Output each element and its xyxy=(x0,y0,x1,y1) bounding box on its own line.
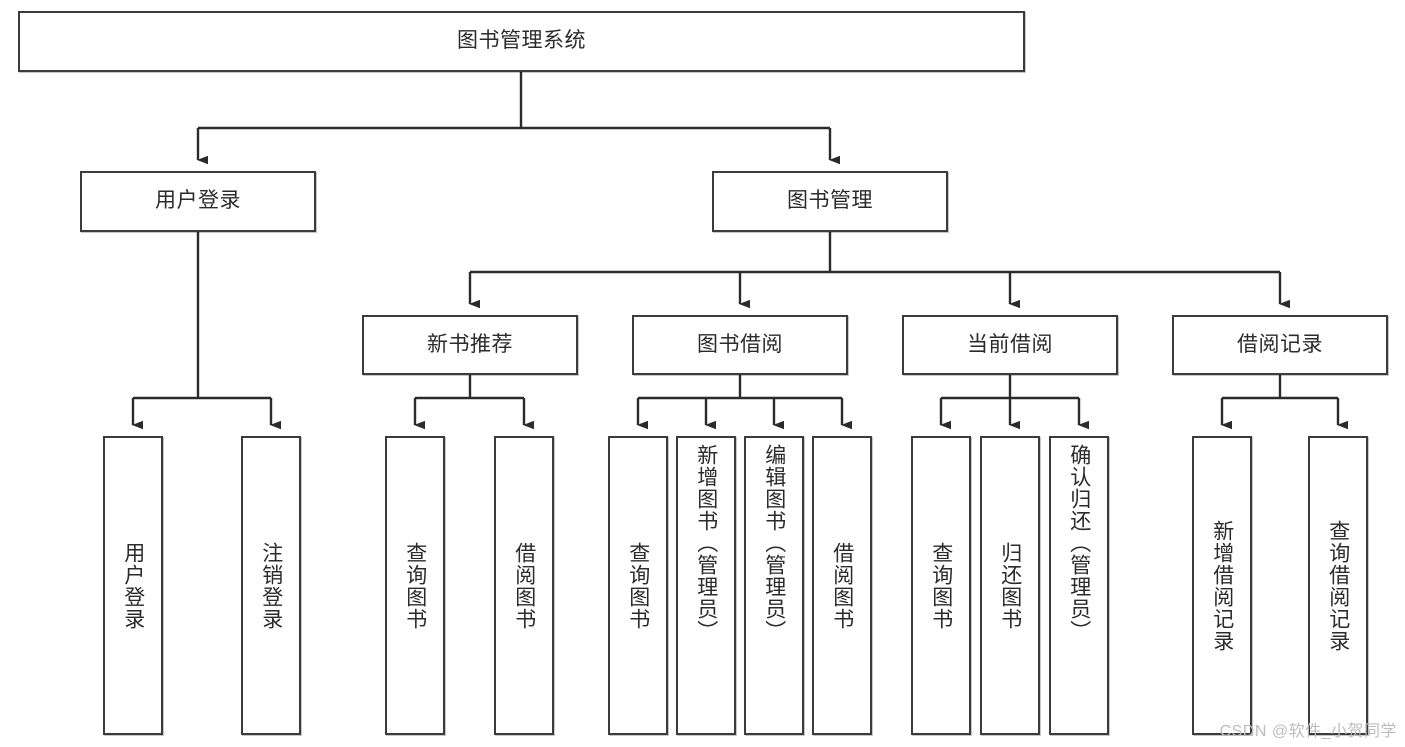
node-label: 新书推荐 xyxy=(427,332,513,356)
node-label: 新增图书（管理员） xyxy=(694,444,718,642)
node-label: 确认归还（管理员） xyxy=(1067,444,1091,642)
node-label: 查询图书 xyxy=(626,541,650,630)
leaf-borrow-book[interactable]: 借阅图书 xyxy=(812,436,872,735)
node-book-management[interactable]: 图书管理 xyxy=(712,171,948,232)
node-book-borrow[interactable]: 图书借阅 xyxy=(632,315,848,375)
leaf-query-book-current[interactable]: 查询图书 xyxy=(911,436,971,735)
node-label: 借阅记录 xyxy=(1237,332,1323,356)
node-label: 查询借阅记录 xyxy=(1326,519,1350,652)
node-label: 编辑图书（管理员） xyxy=(762,444,786,642)
node-label: 用户登录 xyxy=(155,189,241,213)
node-user-login[interactable]: 用户登录 xyxy=(80,171,316,232)
node-label: 注销登录 xyxy=(259,541,283,630)
node-label: 借阅图书 xyxy=(512,541,536,630)
leaf-return-book[interactable]: 归还图书 xyxy=(980,436,1040,735)
leaf-user-login[interactable]: 用户登录 xyxy=(103,436,163,735)
node-current-borrow[interactable]: 当前借阅 xyxy=(902,315,1118,375)
leaf-query-book-new[interactable]: 查询图书 xyxy=(385,436,445,735)
node-borrow-record[interactable]: 借阅记录 xyxy=(1172,315,1388,375)
csdn-watermark: CSDN @软件_小贺同学 xyxy=(1219,723,1397,740)
node-label: 查询图书 xyxy=(929,541,953,630)
node-label: 借阅图书 xyxy=(830,541,854,630)
node-new-book-recommendation[interactable]: 新书推荐 xyxy=(362,315,578,375)
leaf-user-logout[interactable]: 注销登录 xyxy=(241,436,301,735)
node-label: 图书管理系统 xyxy=(457,29,586,53)
node-label: 查询图书 xyxy=(403,541,427,630)
leaf-edit-book-admin[interactable]: 编辑图书（管理员） xyxy=(744,436,804,735)
node-label: 归还图书 xyxy=(998,541,1022,630)
node-label: 新增借阅记录 xyxy=(1210,519,1234,652)
node-label: 图书借阅 xyxy=(697,332,783,356)
leaf-add-book-admin[interactable]: 新增图书（管理员） xyxy=(676,436,736,735)
leaf-borrow-book-new[interactable]: 借阅图书 xyxy=(494,436,554,735)
node-label: 当前借阅 xyxy=(967,332,1053,356)
node-label: 图书管理 xyxy=(787,189,873,213)
node-root-book-management-system[interactable]: 图书管理系统 xyxy=(18,11,1025,72)
leaf-query-borrow-record[interactable]: 查询借阅记录 xyxy=(1308,436,1368,735)
leaf-confirm-return-admin[interactable]: 确认归还（管理员） xyxy=(1049,436,1109,735)
node-label: 用户登录 xyxy=(121,541,145,630)
leaf-query-book-borrow[interactable]: 查询图书 xyxy=(608,436,668,735)
leaf-add-borrow-record[interactable]: 新增借阅记录 xyxy=(1192,436,1252,735)
